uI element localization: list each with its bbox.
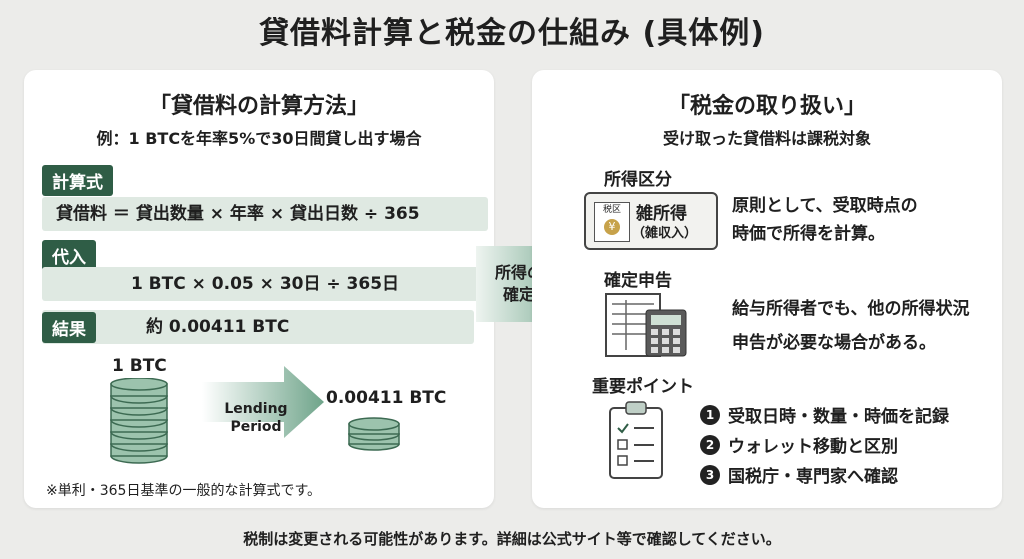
disclaimer-footer: 税制は変更される可能性があります。詳細は公式サイト等で確認してください。: [243, 530, 781, 548]
income-category-sub: （雑収入）: [632, 226, 698, 241]
coin-stack-large-icon: [110, 378, 168, 464]
income-category-title: 所得区分: [604, 170, 672, 190]
key-point-1-text: 受取日時・数量・時価を記録: [728, 407, 949, 427]
substitute-tag: 代入: [42, 240, 96, 271]
key-point-3: 3 国税庁・専門家へ確認: [700, 462, 898, 487]
income-label-line1: 所得の: [494, 263, 543, 282]
calculation-note: ※単利・365日基準の一般的な計算式です。: [46, 483, 322, 499]
income-category-description: 原則として、受取時点の 時価で所得を計算。: [732, 192, 918, 248]
tax-document-label: 税区: [602, 205, 621, 215]
page-title: 貸借料計算と税金の仕組み (具体例): [259, 16, 765, 51]
period-label: Period: [230, 419, 282, 435]
income-category-badge: 税区 ¥ 雑所得 （雑収入）: [584, 192, 718, 250]
income-label-line2: 確定: [502, 285, 535, 304]
income-desc-line1: 原則として、受取時点の: [732, 196, 918, 216]
tax-filing-title: 確定申告: [604, 271, 672, 291]
tax-heading: 「税金の取り扱い」: [667, 94, 866, 119]
lending-label: Lending: [224, 401, 288, 417]
key-points-title: 重要ポイント: [592, 377, 694, 397]
key-point-2: 2 ウォレット移動と区別: [700, 432, 898, 457]
key-point-3-text: 国税庁・専門家へ確認: [728, 467, 898, 487]
key-point-1-number: 1: [700, 404, 720, 425]
filing-desc-line1: 給与所得者でも、他の所得状況: [732, 299, 970, 319]
key-point-2-number: 2: [700, 434, 720, 455]
tax-subheading: 受け取った貸借料は課税対象: [662, 129, 871, 148]
result-bar: [42, 310, 474, 344]
filing-desc-line2: 申告が必要な場合がある。: [732, 333, 936, 353]
income-category-name: 雑所得: [636, 204, 687, 224]
key-point-3-number: 3: [700, 464, 720, 485]
coin-stack-small-icon: [348, 417, 400, 451]
calculation-example: 例：1 BTCを年率5%で30日間貸し出す場合: [96, 129, 422, 148]
formula-tag: 計算式: [42, 165, 113, 196]
calculation-heading: 「貸借料の計算方法」: [148, 94, 369, 119]
key-point-2-text: ウォレット移動と区別: [728, 437, 898, 457]
substitute-bar: 1 BTC × 0.05 × 30日 ÷ 365日: [42, 267, 488, 301]
result-tag: 結果: [42, 312, 96, 343]
tax-filing-description: 給与所得者でも、他の所得状況 申告が必要な場合がある。: [732, 292, 970, 360]
coin-stack-left-label: 1 BTC: [112, 356, 167, 376]
checklist-clipboard-icon: [609, 401, 663, 479]
tax-panel: 「税金の取り扱い」 受け取った貸借料は課税対象 所得区分 税区 ¥ 雑所得 （雑…: [532, 70, 1002, 508]
formula-bar: 貸借料 ＝ 貸出数量 × 年率 × 貸出日数 ÷ 365: [42, 197, 488, 231]
income-desc-line2: 時価で所得を計算。: [732, 224, 885, 244]
result-value: 約 0.00411 BTC: [146, 317, 290, 337]
key-point-1: 1 受取日時・数量・時価を記録: [700, 402, 949, 427]
lending-period-label: Lending Period: [214, 400, 298, 436]
coin-stack-right-label: 0.00411 BTC: [326, 388, 447, 408]
income-confirmation-label: 所得の 確定: [484, 262, 554, 306]
lending-period-arrow: [202, 366, 324, 438]
tax-document-icon: 税区 ¥: [594, 202, 630, 242]
calculation-panel: 「貸借料の計算方法」 例：1 BTCを年率5%で30日間貸し出す場合 計算式 貸…: [24, 70, 494, 508]
calculator-document-icon: [605, 293, 687, 357]
yen-coin-icon: ¥: [604, 219, 620, 235]
